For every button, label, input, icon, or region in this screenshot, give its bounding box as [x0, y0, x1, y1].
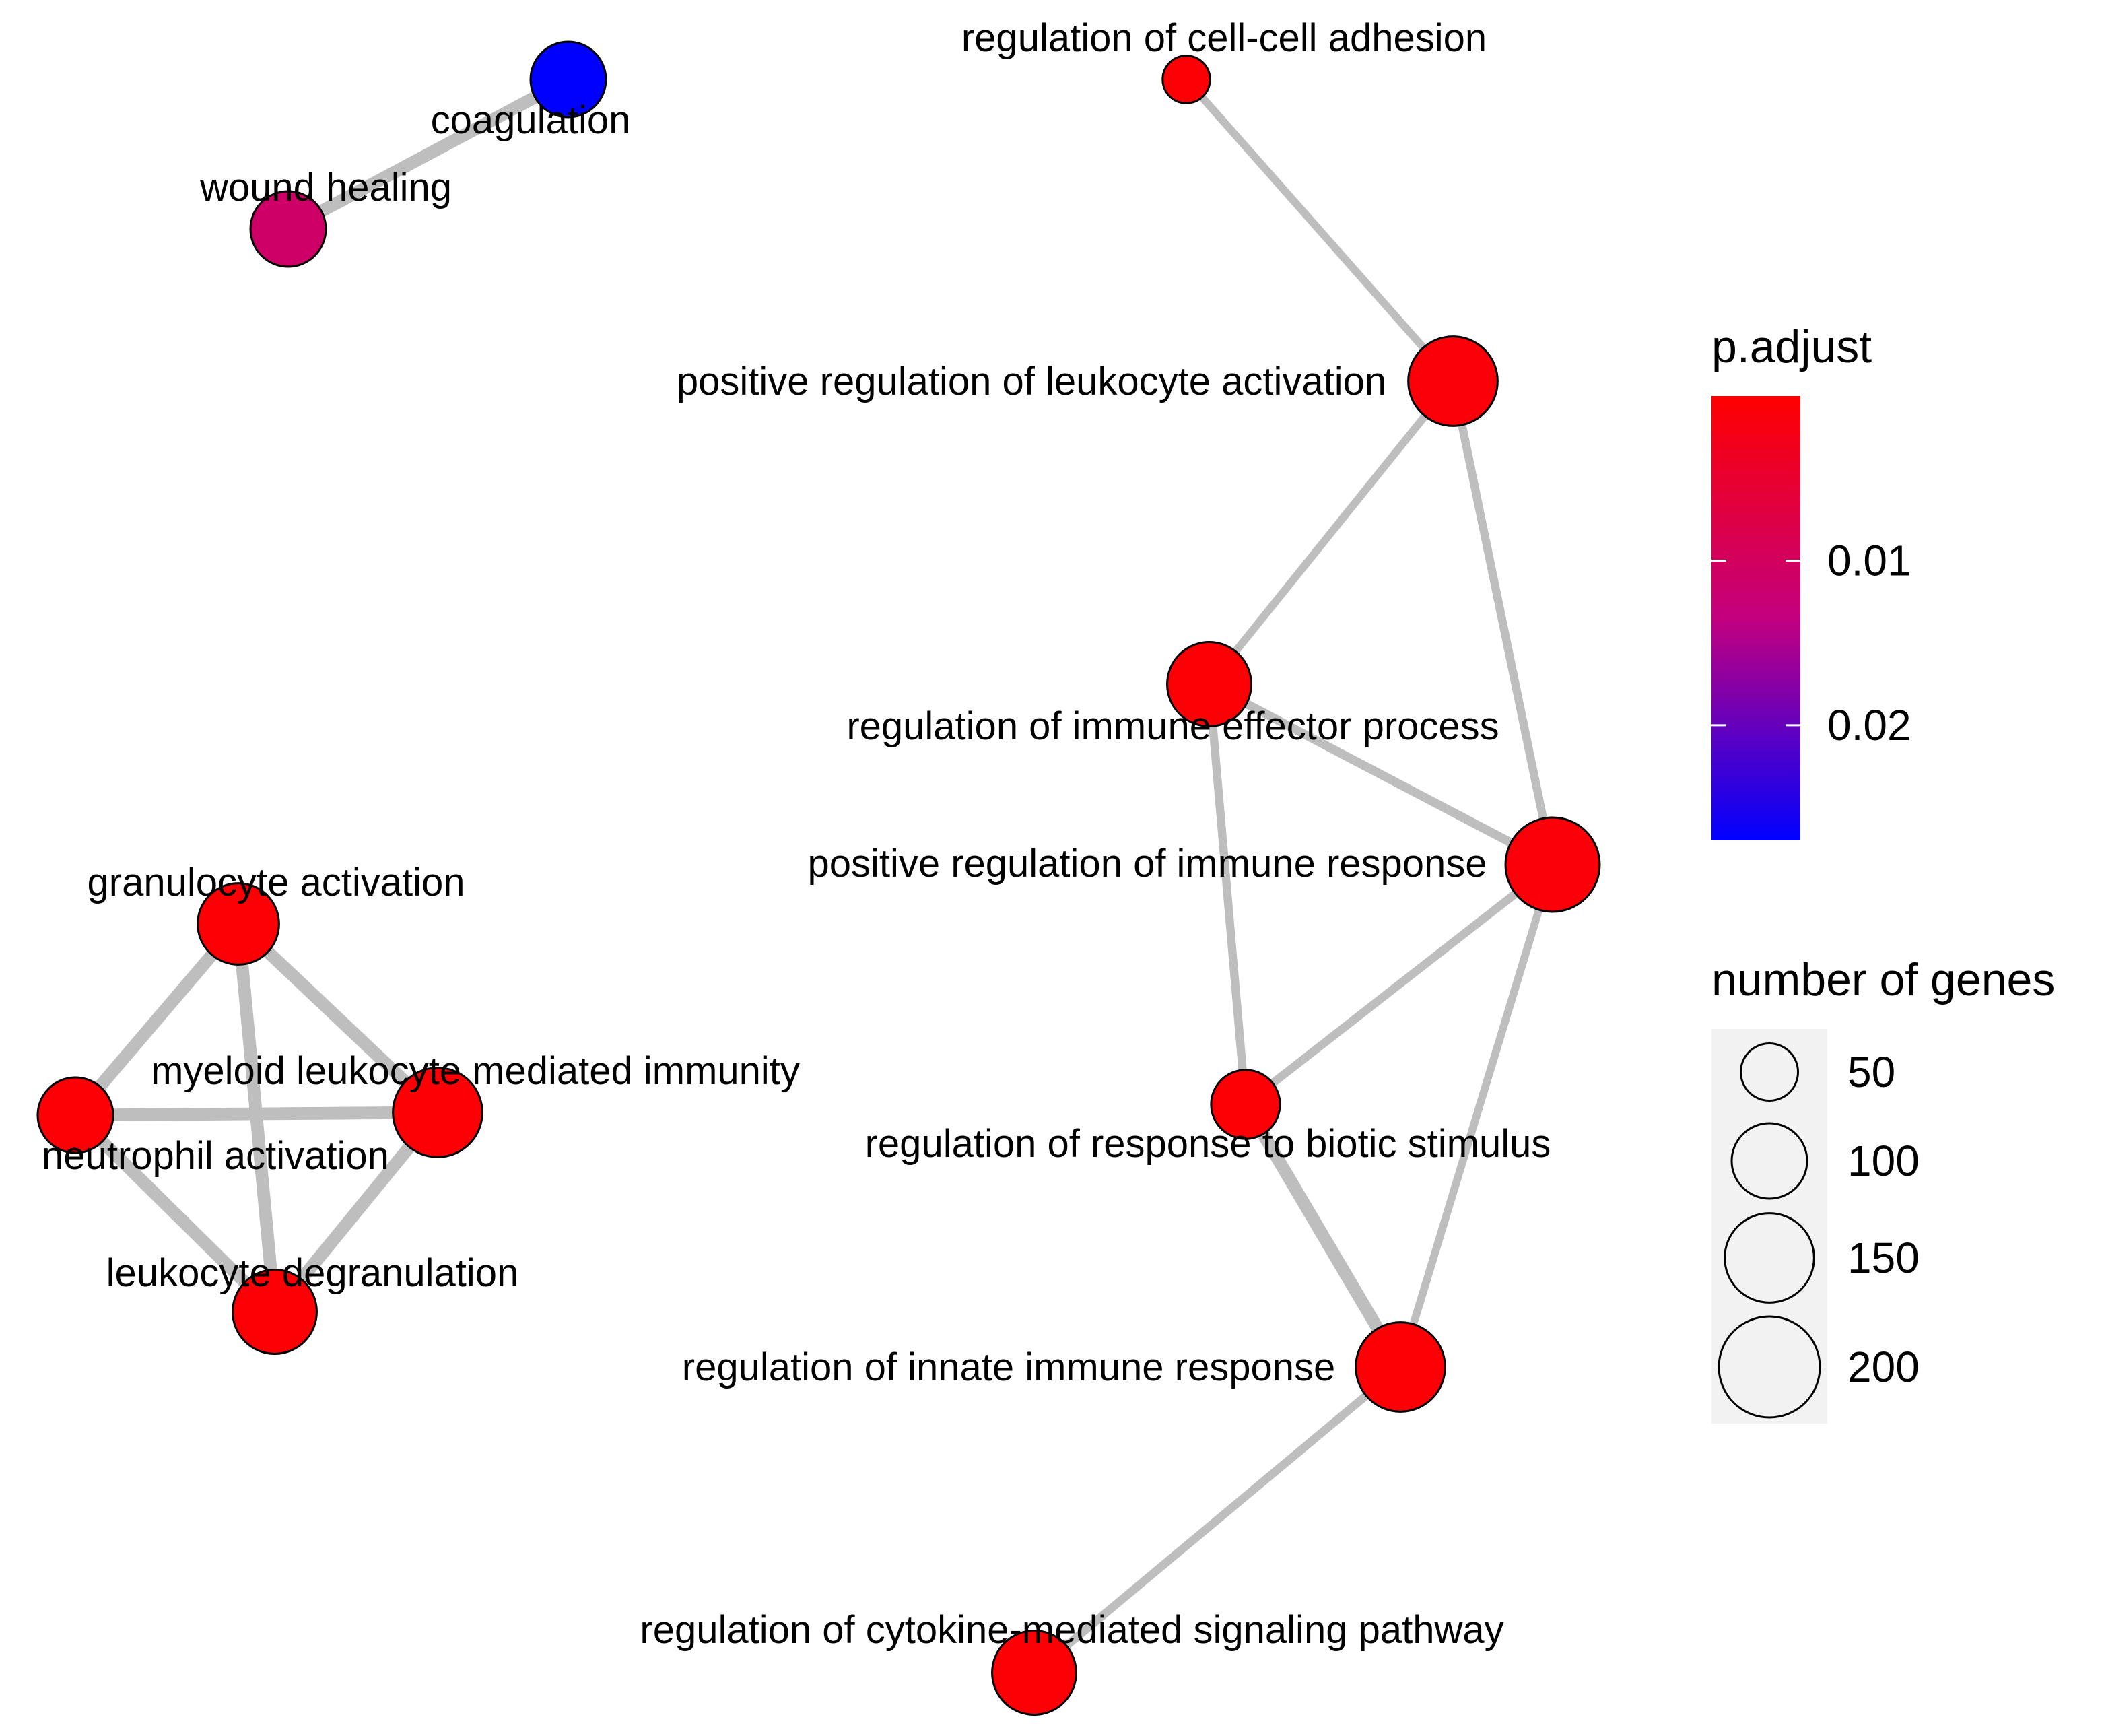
size-legend-circle	[1724, 1212, 1815, 1304]
size-legend-label: 50	[1847, 1048, 1895, 1096]
edge-innate-cytokine	[1031, 1364, 1403, 1676]
node-granul	[197, 882, 280, 966]
edge-granul-neutro	[70, 919, 244, 1120]
edge-effector-posimm	[1207, 680, 1555, 869]
edge-posleuk-effector	[1206, 378, 1456, 687]
color-legend-tick-label: 0.01	[1827, 536, 1911, 585]
node-effector	[1166, 641, 1252, 727]
size-legend-circle	[1718, 1315, 1821, 1419]
edge-granul-myeloid	[234, 919, 442, 1117]
node-myeloid	[392, 1067, 483, 1158]
node-neutro	[36, 1076, 114, 1154]
node-posimm	[1504, 816, 1601, 913]
node-label-biotic: regulation of response to biotic stimulu…	[865, 1122, 1551, 1166]
color-legend-ticks: 0.01 0.02	[1711, 536, 1911, 749]
label-layer: coagulation wound healing regulation of ce…	[42, 16, 1551, 1652]
edge-posleuk-posimm	[1448, 380, 1557, 866]
node-label-cytokine: regulation of cytokine-mediated signalin…	[640, 1608, 1503, 1652]
node-label-posimm: positive regulation of immune response	[807, 842, 1487, 886]
node-label-degran: leukocyte degranulation	[106, 1251, 519, 1295]
size-legend-keys: 50 100 150 200	[1718, 1042, 1920, 1419]
size-legend-title: number of genes	[1711, 954, 2055, 1005]
edge-myeloid-neutro	[75, 1106, 438, 1122]
color-legend-bar	[1711, 396, 1800, 840]
node-label-wound: wound healing	[199, 166, 452, 209]
node-label-posleuk: positive regulation of leukocyte activat…	[677, 360, 1386, 403]
edge-adhesion-posleuk	[1183, 77, 1456, 384]
node-wound	[249, 190, 327, 268]
edge-coag-wound	[285, 73, 572, 235]
size-legend-circle	[1739, 1042, 1800, 1102]
node-label-myeloid: myeloid leukocyte mediated immunity	[151, 1049, 800, 1093]
edge-biotic-innate	[1240, 1101, 1406, 1370]
edge-neutro-degran	[71, 1110, 279, 1316]
color-legend-tick-label: 0.02	[1827, 701, 1911, 749]
node-posleuk	[1407, 335, 1499, 427]
size-legend-label: 100	[1847, 1137, 1920, 1185]
node-label-coag: coagulation	[431, 98, 631, 142]
node-degran	[232, 1269, 318, 1355]
node-biotic	[1210, 1069, 1281, 1140]
size-legend-label: 200	[1847, 1343, 1920, 1391]
node-adhesion	[1161, 55, 1211, 104]
node-layer	[36, 40, 1601, 1716]
color-legend-title: p.adjust	[1711, 321, 1872, 372]
edge-layer	[70, 73, 1557, 1676]
node-innate	[1355, 1321, 1446, 1413]
edge-posimm-innate	[1396, 863, 1557, 1368]
edge-effector-biotic	[1205, 683, 1250, 1105]
color-legend: p.adjust 0.01 0.02	[1711, 321, 1911, 840]
node-coag	[529, 40, 607, 119]
size-legend: number of genes 50 100 150 200	[1711, 954, 2055, 1424]
node-label-effector: regulation of immune effector process	[846, 704, 1499, 748]
size-legend-label: 150	[1847, 1234, 1920, 1282]
node-label-innate: regulation of innate immune response	[682, 1345, 1335, 1389]
node-label-granul: granulocyte activation	[88, 861, 465, 904]
node-label-adhesion: regulation of cell-cell adhesion	[961, 16, 1487, 60]
size-legend-circle	[1730, 1122, 1808, 1200]
node-label-neutro: neutrophil activation	[42, 1134, 389, 1178]
edge-posimm-biotic	[1243, 861, 1555, 1108]
node-cytokine	[991, 1630, 1077, 1716]
